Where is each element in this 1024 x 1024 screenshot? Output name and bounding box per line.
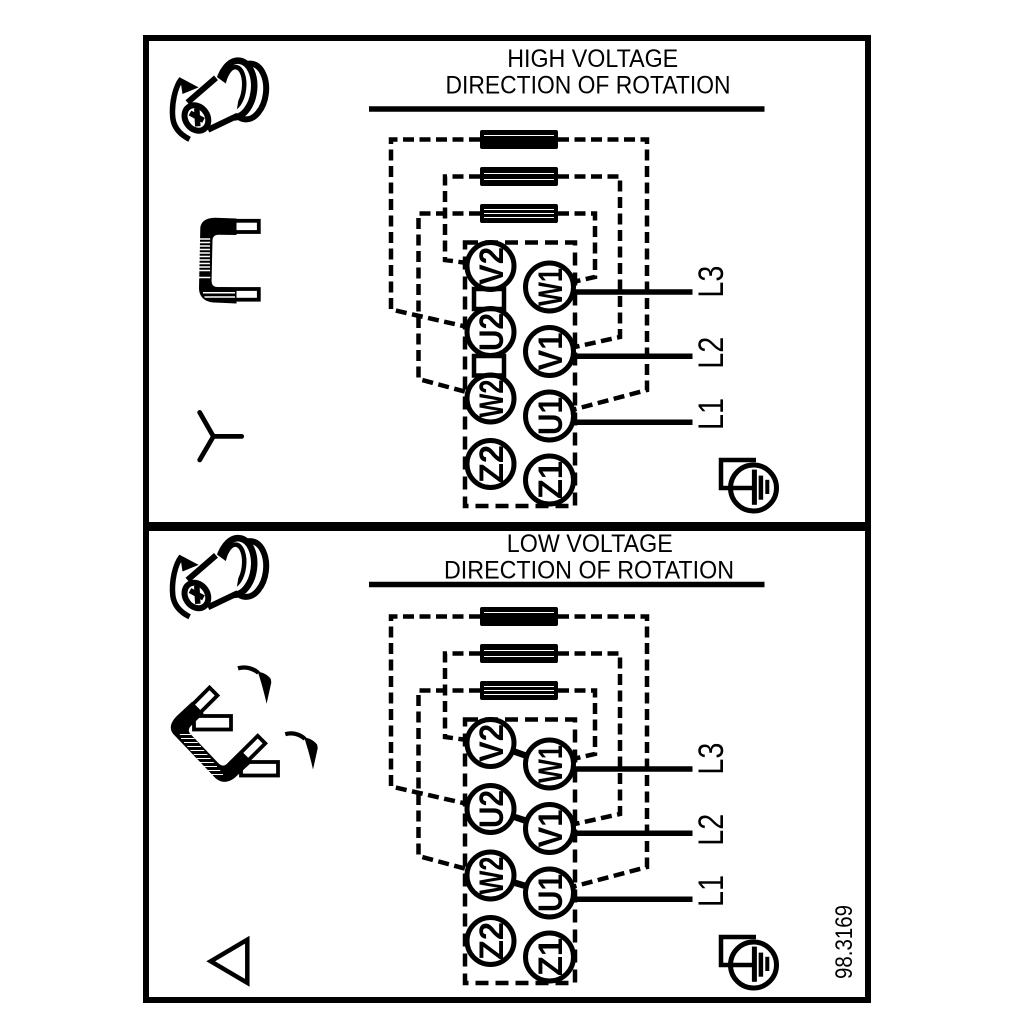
svg-text:HIGH VOLTAGE: HIGH VOLTAGE	[507, 45, 678, 73]
svg-text:LOW VOLTAGE: LOW VOLTAGE	[507, 530, 673, 558]
svg-text:DIRECTION OF ROTATION: DIRECTION OF ROTATION	[444, 557, 734, 585]
svg-text:98.3169: 98.3169	[831, 905, 858, 979]
svg-text:DIRECTION OF ROTATION: DIRECTION OF ROTATION	[446, 72, 731, 100]
